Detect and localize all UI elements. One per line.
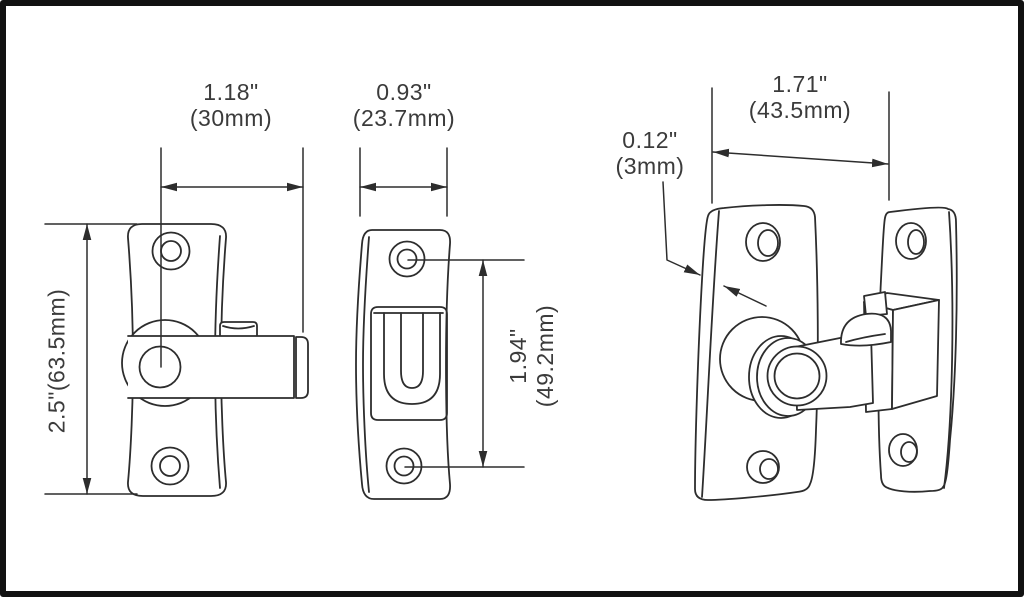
- latch-lever-edges: [127, 335, 295, 399]
- latch-screw-hole-top: [151, 231, 191, 271]
- assembly-hook-tab: [863, 291, 888, 317]
- assembly-left-plate-edge: [701, 210, 720, 498]
- dimension-annotations: [44, 87, 890, 495]
- keeper-width-inches: 0.93": [376, 79, 432, 105]
- assembly-lever-face: [766, 345, 828, 407]
- assembly-right-plate-edge: [943, 211, 954, 489]
- latch-width-mm: (30mm): [189, 105, 273, 131]
- assembly-right-hole-top-inner: [907, 229, 925, 255]
- keeper-width-mm: (23.7mm): [352, 105, 456, 131]
- latch-screw-hole-bottom-inner: [159, 455, 181, 477]
- latch-height-combined: 2.5"(63.5mm): [43, 288, 70, 434]
- assembly-3d-view: [694, 204, 958, 501]
- keeper-hole-spacing-inches: 1.94": [505, 328, 531, 384]
- keeper-screw-hole-bottom: [385, 447, 423, 485]
- latch-side-view: [121, 223, 309, 497]
- latch-cam-tab-arc: [222, 325, 255, 330]
- latch-height-label: 2.5"(63.5mm): [44, 289, 71, 434]
- assembly-width-mm: (43.5mm): [748, 97, 852, 123]
- latch-pivot: [138, 345, 182, 389]
- assembly-left-hole-bottom: [746, 450, 780, 484]
- latch-screw-hole-bottom: [150, 446, 190, 486]
- keeper-pocket-outline: [370, 306, 448, 421]
- assembly-width-inches: 1.71": [772, 71, 828, 97]
- keeper-plate-outline: [355, 229, 451, 500]
- plate-thickness-label: 0.12" (3mm): [616, 127, 685, 179]
- keeper-plate-edge-highlight: [362, 236, 370, 493]
- assembly-width-label: 1.71" (43.5mm): [749, 71, 851, 123]
- keeper-spacing-extension-lines: [404, 259, 525, 468]
- keeper-screw-hole-bottom-inner: [393, 455, 415, 477]
- keeper-slot-inner: [400, 312, 424, 389]
- plate-thickness-mm: (3mm): [615, 153, 685, 179]
- assembly-left-hole-bottom-inner: [759, 458, 779, 480]
- latch-lever-tip: [295, 336, 309, 399]
- keeper-width-extension-lines: [359, 147, 448, 217]
- thickness-leader-left: [662, 181, 701, 276]
- keeper-screw-hole-top: [388, 240, 426, 278]
- keeper-front-view: [355, 229, 451, 500]
- assembly-right-hole-bottom-inner: [900, 441, 918, 463]
- assembly-width-extension-lines: [711, 87, 890, 204]
- assembly-lever-face-inner: [773, 352, 821, 400]
- assembly-keeper-block-side: [891, 299, 940, 410]
- keeper-slot-outer: [383, 312, 441, 405]
- plate-thickness-inches: 0.12": [622, 127, 678, 153]
- keeper-hole-spacing-label: 1.94" (49.2mm): [505, 305, 559, 407]
- latch-width-label: 1.18" (30mm): [190, 79, 272, 131]
- assembly-left-hole-top-inner: [757, 229, 779, 257]
- keeper-screw-hole-top-inner: [396, 248, 418, 270]
- latch-width-inches: 1.18": [203, 79, 259, 105]
- assembly-left-hole-top: [745, 222, 781, 262]
- keeper-hole-spacing-mm: (49.2mm): [532, 304, 558, 408]
- assembly-hook-saddle: [840, 312, 892, 347]
- thickness-leader-right: [723, 285, 767, 307]
- assembly-width-dim-line: [712, 148, 889, 168]
- keeper-width-label: 0.93" (23.7mm): [353, 79, 455, 131]
- assembly-hook-saddle-arc: [845, 333, 886, 343]
- assembly-right-hole-top: [895, 222, 927, 260]
